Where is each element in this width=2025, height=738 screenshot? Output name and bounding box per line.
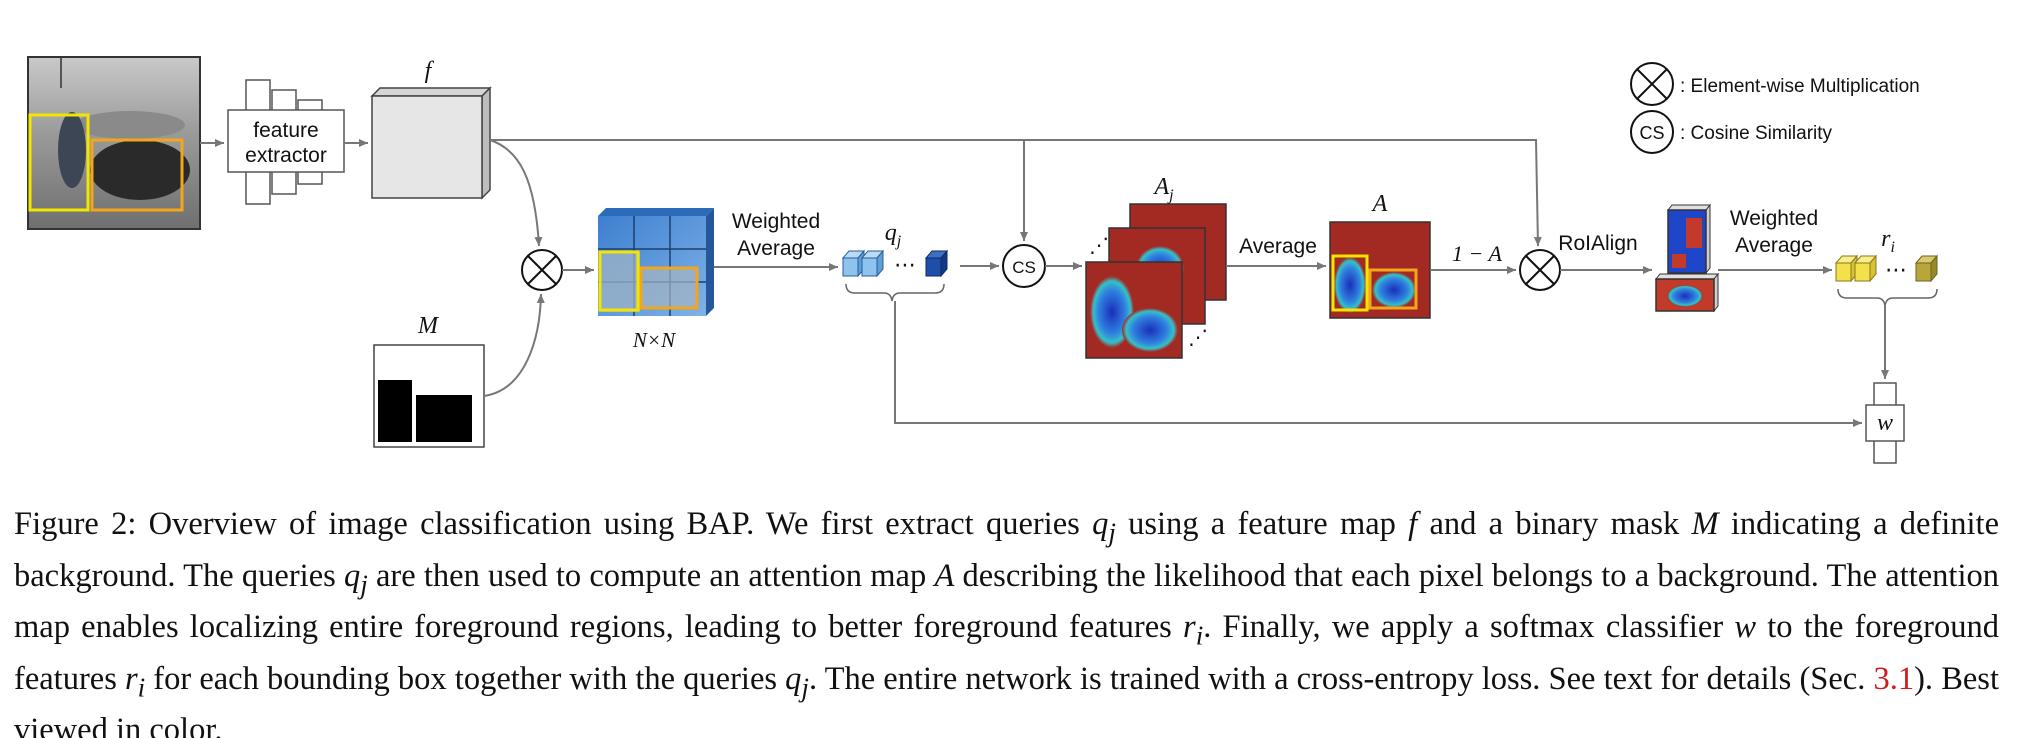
features-label: ri [1881,226,1895,256]
queries-label: qj [885,220,902,250]
queries-brace [845,283,945,302]
connectors [200,139,1889,427]
feature-cube [1853,254,1878,283]
queries-qj: ⋯ qj [841,220,949,302]
arrow-mask-to-multiply1 [483,293,545,397]
nxn-grid: N×N [598,208,714,352]
legend-cs-symbol: CS [1639,123,1664,143]
attention-stack-label: Aj [1152,174,1174,204]
grid-label: N×N [632,328,676,352]
cs-legend-icon: CS [1630,110,1674,154]
feature-extractor-label-line2: extractor [245,144,327,167]
weighted-average-2-line2: Average [1735,234,1813,257]
weighted-average-1-line1: Weighted [732,210,820,233]
input-image [27,56,201,230]
features-ellipsis: ⋯ [1885,257,1907,282]
feature-cube-dark [1914,254,1939,283]
roialign-label: RoIAlign [1558,232,1637,255]
mask-label: M [417,313,440,339]
feature-extractor: feature extractor [227,79,345,205]
query-cube [860,249,885,278]
queries-ellipsis: ⋯ [894,252,916,277]
roi-crops [1654,203,1720,313]
weighted-average-2-line1: Weighted [1730,207,1818,230]
classifier-label: w [1877,410,1893,436]
attention-map-a: A [1329,191,1431,319]
arrow-f-to-multiply1 [489,139,543,247]
feature-map-label: f [425,58,435,84]
one-minus-a-label: 1 − A [1452,241,1502,266]
section-reference-link[interactable]: 3.1 [1873,660,1915,697]
cs-node-label: CS [1012,258,1036,277]
binary-mask-m: M [373,313,485,448]
average-label: Average [1239,235,1317,258]
yellow-bbox [28,113,90,212]
legend-cosine-text: : Cosine Similarity [1680,123,1833,144]
feature-extractor-label-line1: feature [253,119,318,142]
feature-extractor-box [227,109,345,173]
feature-map-f: f [370,58,492,200]
multiply-node-1 [521,249,563,291]
query-cube-dark [924,249,949,278]
weighted-average-1-line2: Average [737,237,815,260]
arrow-f-to-multiply2 [490,139,1542,247]
stack-dots-bottom: ⋰ [1188,327,1208,349]
query-cube [841,249,866,278]
figure-caption: Figure 2: Overview of image classificati… [14,506,2000,738]
foreground-features-ri: ⋯ ri [1834,226,1939,307]
attention-map-label: A [1371,191,1388,217]
multiply-node-2 [1519,249,1561,291]
classifier-w: w [1865,382,1905,464]
legend: : Element-wise Multiplication CS : Cosin… [1630,62,1920,154]
features-brace [1837,288,1938,307]
arrow-queries-to-classifier [894,301,1862,427]
bap-overview-diagram: : Element-wise Multiplication CS : Cosin… [27,56,1939,464]
cs-node: CS [1002,244,1046,288]
orange-bbox [90,138,184,212]
attention-stack-aj: ⋰ ⋰ Aj [1085,174,1227,359]
multiply-legend-icon [1630,62,1674,106]
feature-cube [1834,254,1859,283]
stack-dots-top: ⋰ [1089,235,1109,257]
legend-multiplication-text: : Element-wise Multiplication [1680,76,1920,97]
